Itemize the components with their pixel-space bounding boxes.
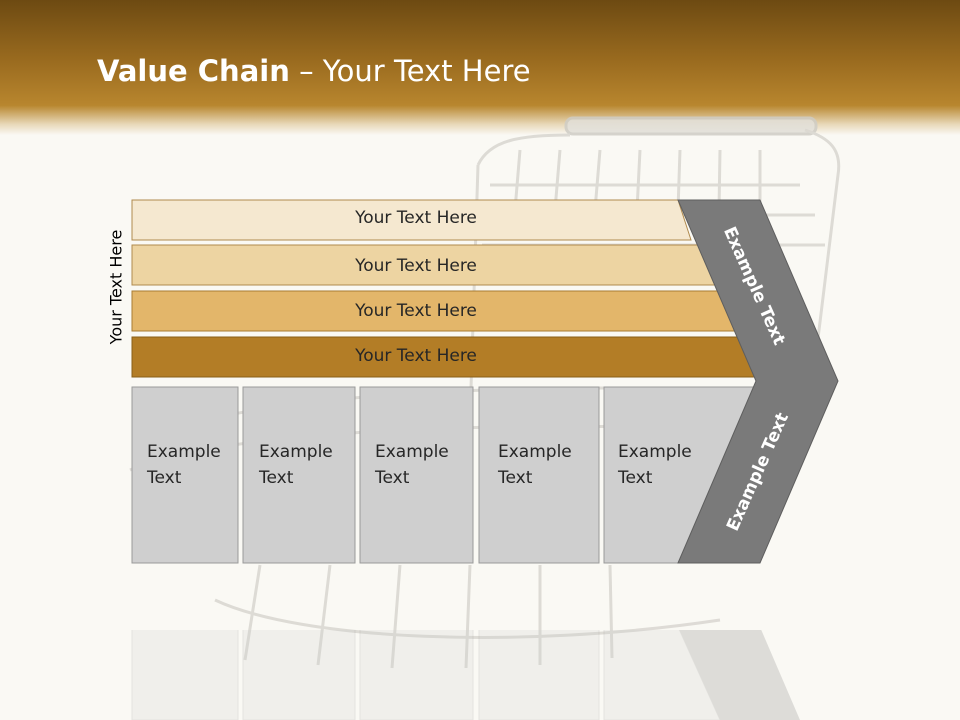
box-text-3-line2: Text (375, 468, 410, 488)
box-text-1-line1: Example (147, 442, 221, 462)
box-text-2-line1: Example (259, 442, 333, 462)
example-box-1 (131, 386, 239, 564)
title-banner (0, 0, 960, 135)
box-text-4-line1: Example (498, 442, 572, 462)
title-bold: Value Chain (97, 54, 290, 88)
box-text-3: Example Text (375, 439, 475, 491)
row-label-3: Your Text Here (355, 301, 477, 321)
page-title: Value Chain – Your Text Here (97, 54, 531, 88)
row-label-2: Your Text Here (355, 256, 477, 276)
box-text-4: Example Text (498, 439, 598, 491)
row-label-1: Your Text Here (355, 208, 477, 228)
box-text-5: Example Text (618, 439, 718, 491)
box-text-2-line2: Text (259, 468, 294, 488)
chevron-arrow (677, 199, 839, 564)
example-box-2 (242, 386, 356, 564)
box-text-1-line2: Text (147, 468, 182, 488)
box-text-3-line1: Example (375, 442, 449, 462)
box-text-1: Example Text (147, 439, 247, 491)
example-box-4 (478, 386, 600, 564)
row-label-4: Your Text Here (355, 346, 477, 366)
side-label: Your Text Here (106, 229, 126, 345)
box-text-5-line2: Text (618, 468, 653, 488)
box-text-4-line2: Text (498, 468, 533, 488)
box-text-2: Example Text (259, 439, 359, 491)
box-text-5-line1: Example (618, 442, 692, 462)
example-box-3 (359, 386, 474, 564)
row-bar-1 (131, 199, 692, 241)
title-rest: – Your Text Here (289, 54, 531, 88)
